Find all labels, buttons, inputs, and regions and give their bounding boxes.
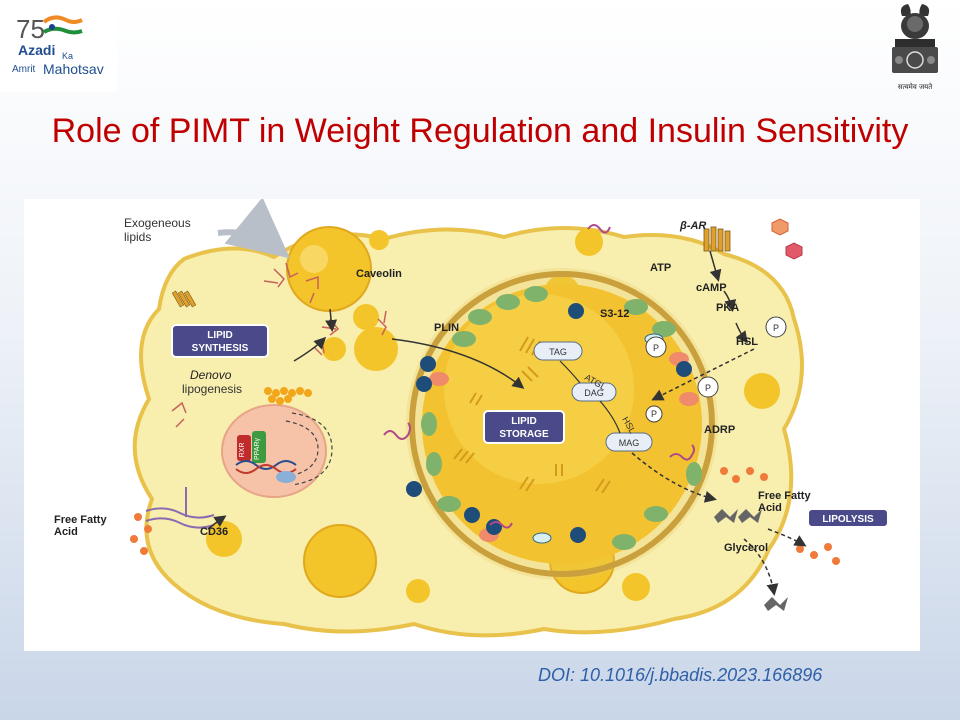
lipid-transfer-arrow	[391, 338, 525, 389]
glycerol-molecules	[714, 509, 788, 611]
exogenous-lipids-line2: lipids	[124, 230, 151, 244]
azadi-ka-amrit-mahotsav-logo: 75 Azadi Ka Amrit Mahotsav	[0, 0, 117, 92]
camp-label: cAMP	[696, 282, 727, 294]
chakra-dot	[49, 24, 55, 30]
beta-adrenergic-receptor	[703, 226, 731, 252]
dag-label: DAG	[584, 388, 604, 398]
lipid-droplet-small	[622, 573, 650, 601]
ppar-gamma-receptor	[252, 431, 266, 463]
lipogenesis-label: lipogenesis	[182, 382, 242, 396]
ppar-label: PPARγ	[254, 437, 261, 460]
lipid-droplet-small	[744, 373, 780, 409]
lipid-droplet-small	[575, 228, 603, 256]
de-novo-lipids	[264, 387, 312, 405]
denovo-label: Denovo	[190, 368, 232, 382]
phospho-p-3: P	[773, 323, 779, 333]
dharma-chakra-icon	[906, 51, 924, 69]
lipid-droplet-small	[322, 337, 346, 361]
ffa-left-line1: Free Fatty	[54, 514, 107, 526]
hormone-hexagon	[771, 218, 789, 236]
mag-pill	[605, 432, 653, 452]
green-stroke	[42, 26, 83, 35]
ffa-right-line1: Free Fatty	[758, 490, 811, 502]
lipid-storage-box	[483, 410, 565, 444]
mag-label: MAG	[619, 438, 640, 448]
phospho-p-4: P	[651, 409, 657, 419]
tag-label: TAG	[549, 347, 567, 357]
national-emblem: सत्यमेव जयते	[880, 2, 950, 94]
s3-12-label: S3-12	[600, 308, 629, 320]
logo-amrit: Amrit	[12, 64, 36, 75]
adipocyte-diagram: P P P P TAG DAG MAG ATGL HSL LIPID STORA…	[24, 199, 920, 651]
rxr-label: RXR	[239, 443, 246, 458]
lipid-synthesis-line1: LIPID	[207, 330, 233, 341]
adrp-label: ADRP	[704, 424, 735, 436]
lipid-droplet-small	[206, 521, 242, 557]
lipid-synthesis-box	[171, 324, 269, 358]
exogenous-lipids-arrow	[217, 199, 290, 259]
atp-label: ATP	[650, 262, 671, 274]
hsl-top-label: HSL	[736, 336, 758, 348]
saffron-stroke	[42, 15, 83, 24]
lipid-droplet	[303, 524, 377, 598]
nucleus	[221, 404, 327, 498]
protein-cluster	[383, 224, 695, 529]
lipid-droplet-small	[369, 230, 389, 250]
logo-number: 75	[16, 14, 45, 44]
hormone-hexagon	[785, 242, 803, 260]
logo-ka: Ka	[62, 51, 73, 61]
lipid-storage-membrane	[409, 271, 715, 577]
logo-azadi: Azadi	[18, 42, 55, 58]
doi-citation: DOI: 10.1016/j.bbadis.2023.166896	[538, 665, 823, 685]
phospho-p-2: P	[705, 383, 711, 393]
lipid-droplet-small	[354, 327, 398, 371]
ffa-left-line2: Acid	[54, 526, 78, 538]
hsl-activation-arrow	[651, 348, 755, 401]
cd36-label: CD36	[200, 526, 228, 538]
lipid-storage-line1: LIPID	[511, 416, 537, 427]
ffa-right-line2: Acid	[758, 502, 782, 514]
lipolysis-label: LIPOLYSIS	[822, 514, 874, 525]
endoplasmic-reticulum	[291, 412, 333, 486]
dna-helix	[235, 460, 297, 470]
lipid-droplet-small	[353, 304, 379, 330]
free-fatty-acid-dots	[130, 467, 840, 565]
plin-label: PLIN	[434, 322, 459, 334]
exogenous-lipids-line1: Exogeneous	[124, 216, 191, 230]
logo-mahotsav: Mahotsav	[43, 61, 104, 77]
dag-pill	[571, 382, 617, 402]
beta-ar-label: β-AR	[679, 220, 706, 232]
caveolin-label: Caveolin	[356, 268, 402, 280]
slide-title: Role of PIMT in Weight Regulation and In…	[51, 112, 909, 150]
lipid-storage-line2: STORAGE	[499, 429, 549, 440]
pka-label: PKA	[716, 302, 739, 314]
membrane-receptor	[171, 290, 197, 308]
rxr-receptor	[237, 435, 251, 461]
cd36-transporter	[145, 507, 215, 519]
perilipin-coat	[406, 286, 702, 550]
glycerol-label: Glycerol	[724, 542, 768, 554]
lipolysis-box	[807, 508, 889, 528]
emblem-motto: सत्यमेव जयते	[898, 82, 933, 91]
tag-pill	[533, 341, 583, 361]
lipid-synthesis-line2: SYNTHESIS	[192, 343, 249, 354]
lipid-droplet-small	[406, 579, 430, 603]
phospho-p-1: P	[653, 343, 659, 353]
